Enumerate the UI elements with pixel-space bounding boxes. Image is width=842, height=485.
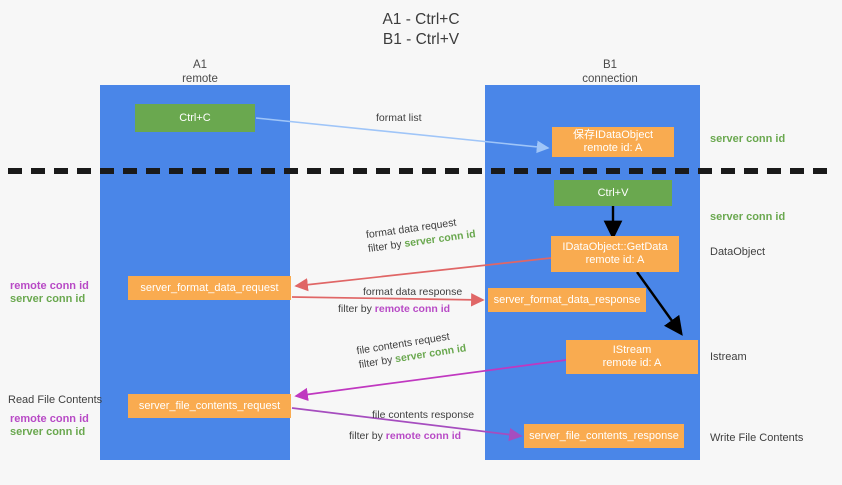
- node-server-format-data-response[interactable]: server_format_data_response: [488, 288, 646, 312]
- title-line-1: A1 - Ctrl+C: [382, 11, 460, 28]
- node-istream-line2: remote id: A: [602, 357, 662, 369]
- node-server-file-contents-request-label: server_file_contents_request: [138, 399, 281, 412]
- node-server-format-data-response-label: server_format_data_response: [493, 293, 641, 306]
- node-save-dataobject-line1: 保存IDataObject: [572, 129, 654, 141]
- node-getdata[interactable]: IDataObject::GetData remote id: A: [551, 236, 679, 272]
- column-header-b1: B1 connection: [540, 58, 680, 86]
- edge-label-file-contents-response-line2: filter by remote conn id: [349, 430, 462, 442]
- node-server-format-data-request[interactable]: server_format_data_request: [128, 276, 291, 300]
- node-ctrl-v-label: Ctrl+V: [597, 186, 629, 199]
- right-label-server-conn-id-mid: server conn id: [710, 211, 786, 223]
- right-label-dataobject: DataObject: [710, 246, 766, 258]
- edge-label-file-contents-response-line1: file contents response: [372, 409, 475, 421]
- arrow-format-data-response: [291, 293, 485, 307]
- column-b1-sub: connection: [582, 73, 638, 85]
- node-server-file-contents-response-label: server_file_contents_response: [529, 429, 679, 442]
- left-label-read-file-contents: Read File Contents: [8, 394, 103, 406]
- title-line-2: B1 - Ctrl+V: [382, 31, 460, 48]
- left-label-server-conn-id-2: server conn id: [10, 426, 86, 438]
- node-istream[interactable]: IStream remote id: A: [566, 340, 698, 374]
- node-ctrl-c[interactable]: Ctrl+C: [135, 104, 255, 132]
- node-server-format-data-request-label: server_format_data_request: [140, 281, 279, 294]
- left-label-server-conn-id-1: server conn id: [10, 293, 86, 305]
- arrow-file-contents-response: [291, 407, 523, 442]
- node-getdata-line1: IDataObject::GetData: [562, 241, 668, 253]
- right-label-istream: Istream: [710, 351, 747, 363]
- node-getdata-line2: remote id: A: [585, 254, 645, 266]
- left-label-remote-conn-id-1: remote conn id: [10, 280, 89, 292]
- edge-label-format-list: format list: [376, 112, 422, 124]
- left-label-remote-conn-id-2: remote conn id: [10, 413, 89, 425]
- node-save-dataobject-line2: remote id: A: [583, 142, 643, 154]
- page-title: A1 - Ctrl+C B1 - Ctrl+V: [0, 10, 842, 50]
- arrow-getdata-to-istream: [636, 271, 683, 336]
- edge-label-format-data-response-line1: format data response: [363, 286, 463, 298]
- edge-label-file-contents-response: file contents response filter by remote …: [349, 408, 475, 443]
- node-ctrl-c-label: Ctrl+C: [179, 111, 211, 124]
- column-a1-sub: remote: [182, 73, 218, 85]
- node-istream-line1: IStream: [612, 344, 652, 356]
- arrow-format-data-request: [294, 257, 552, 292]
- column-header-a1: A1 remote: [140, 58, 260, 86]
- column-a1-name: A1: [192, 59, 208, 71]
- edge-label-format-data-response-line2: filter by remote conn id: [338, 303, 451, 315]
- node-save-dataobject[interactable]: 保存IDataObject remote id: A: [552, 127, 674, 157]
- node-server-file-contents-request[interactable]: server_file_contents_request: [128, 394, 291, 418]
- right-label-write-file-contents: Write File Contents: [710, 432, 804, 444]
- edge-label-format-data-response: format data response filter by remote co…: [338, 285, 463, 316]
- node-ctrl-v[interactable]: Ctrl+V: [554, 180, 672, 206]
- arrow-file-contents-request: [294, 359, 567, 401]
- arrow-format-list: [255, 117, 550, 154]
- column-b1-name: B1: [602, 59, 618, 71]
- right-label-server-conn-id-top: server conn id: [710, 133, 786, 145]
- node-server-file-contents-response[interactable]: server_file_contents_response: [524, 424, 684, 448]
